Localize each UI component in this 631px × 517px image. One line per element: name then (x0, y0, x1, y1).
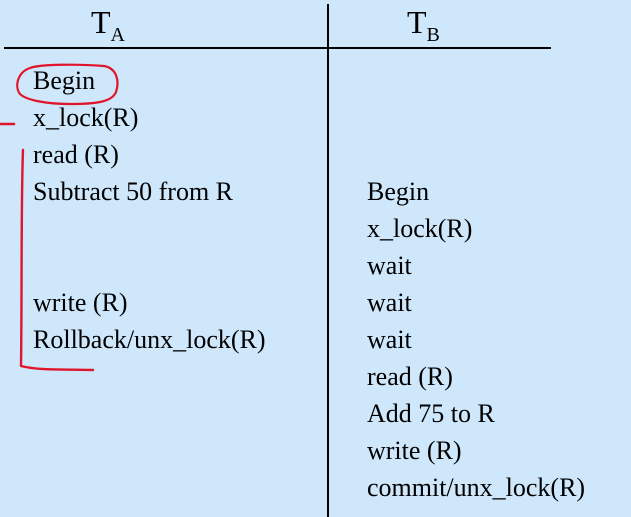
ta-step-x-lock: x_lock(R) (33, 103, 139, 132)
tb-step-commit: commit/unx_lock(R) (367, 473, 586, 502)
header-tb-letter: T (407, 4, 427, 40)
ta-step-rollback: Rollback/unx_lock(R) (33, 325, 266, 354)
tb-step-x-lock: x_lock(R) (367, 214, 473, 243)
header-ta-subscript: A (110, 24, 125, 46)
column-divider (327, 4, 329, 517)
tb-step-begin: Begin (367, 177, 430, 206)
lock-span-bracket-annotation (19, 148, 95, 372)
ta-step-write: write (R) (33, 288, 128, 317)
tb-step-write: write (R) (367, 436, 462, 465)
ta-step-subtract: Subtract 50 from R (33, 177, 234, 206)
tb-step-wait-2: wait (367, 288, 412, 317)
tb-step-wait-3: wait (367, 325, 412, 354)
header-tb-subscript: B (426, 24, 440, 46)
begin-circle-annotation (16, 63, 119, 106)
tb-step-add: Add 75 to R (367, 399, 495, 428)
tb-step-read: read (R) (367, 362, 453, 391)
header-ta: TA (91, 4, 125, 46)
header-divider (4, 47, 551, 49)
ta-step-read: read (R) (33, 140, 119, 169)
header-tb: TB (407, 4, 440, 46)
tb-step-wait-1: wait (367, 251, 412, 280)
header-ta-letter: T (91, 4, 111, 40)
ta-step-begin: Begin (33, 66, 96, 95)
